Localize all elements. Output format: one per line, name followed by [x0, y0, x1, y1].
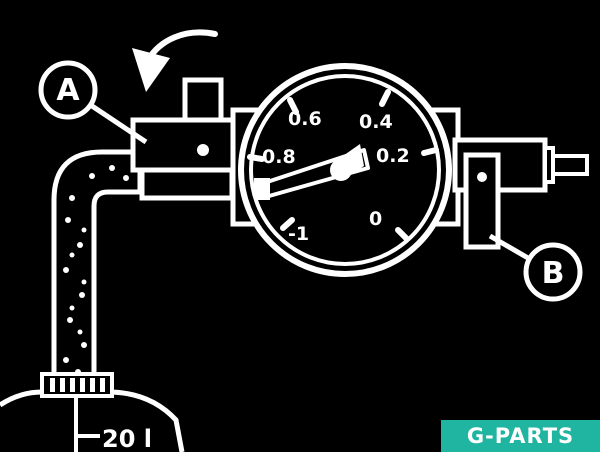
gauge-tick-marks: [247, 89, 439, 241]
tank-capacity-label: 20 l: [102, 425, 152, 452]
scale-label-1: 0.6: [288, 108, 322, 130]
hose: [51, 149, 143, 388]
callout-b: B: [488, 233, 583, 302]
scale-label-4: 0.2: [376, 145, 410, 167]
scale-label-2: 0.4: [359, 111, 393, 133]
gauge-needle: [254, 144, 370, 200]
scale-label-3: 0.8: [262, 146, 296, 168]
vacuum-gauge: 0.6 0.4 0.8 0.2 -1 0: [238, 63, 452, 277]
clip-b: [463, 152, 501, 250]
scale-label-6: 0: [369, 208, 382, 230]
watermark: G-PARTS: [441, 420, 600, 452]
callout-a: A: [38, 60, 148, 145]
callout-b-label: B: [542, 256, 565, 291]
callout-a-label: A: [56, 73, 80, 108]
fuel-tank: [0, 372, 185, 452]
scale-label-5: -1: [288, 223, 309, 245]
rotation-arrow: [132, 29, 218, 92]
valve-a: [130, 77, 244, 201]
